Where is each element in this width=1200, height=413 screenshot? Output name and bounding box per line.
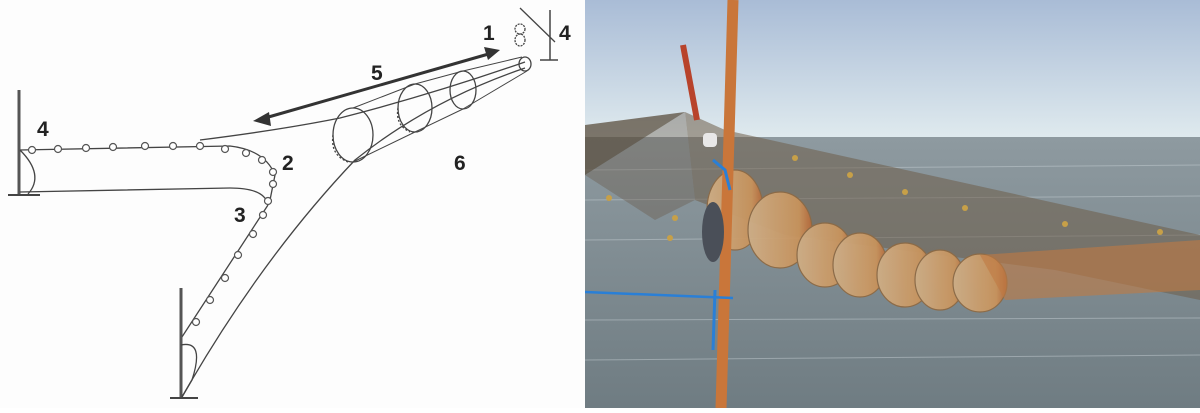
label-2: 2	[282, 152, 294, 175]
label-4-left: 4	[37, 118, 49, 141]
fyke-net-diagram: 4 2 3 5 6 1 4	[0, 0, 585, 408]
label-1: 1	[483, 22, 495, 45]
fyke-net-photo	[585, 0, 1200, 408]
arrow-icon	[253, 47, 500, 126]
diagram-drawing	[8, 7, 558, 399]
photo-illustration	[585, 0, 1200, 408]
label-6: 6	[454, 152, 466, 175]
label-3: 3	[234, 204, 246, 227]
label-4-right: 4	[559, 22, 571, 45]
label-5: 5	[371, 62, 383, 85]
